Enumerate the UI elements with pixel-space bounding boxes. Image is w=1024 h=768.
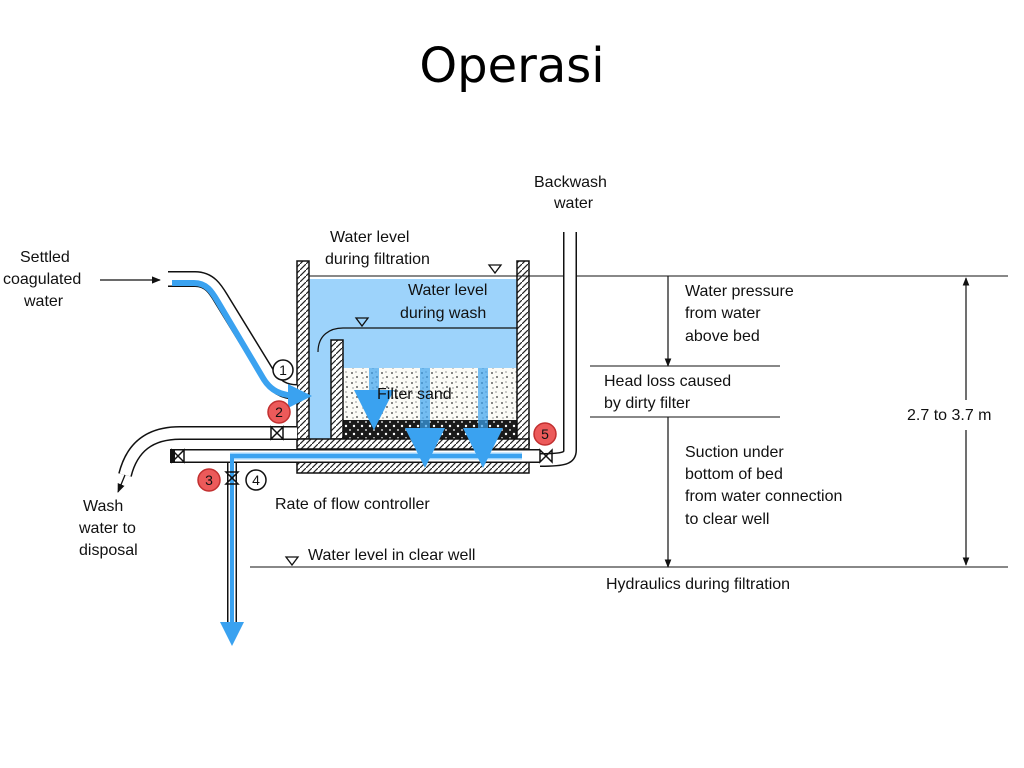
label-wl-wash-2: during wash <box>400 305 486 322</box>
label-headloss-1: Head loss caused <box>604 373 731 390</box>
wash-arrow <box>117 474 126 493</box>
label-suction-3: from water connection <box>685 488 842 505</box>
label-settled-2: coagulated <box>3 271 81 288</box>
label-height: 2.7 to 3.7 m <box>907 407 992 424</box>
label-suction-1: Suction under <box>685 444 784 461</box>
label-wash-2: water to <box>78 520 136 537</box>
inlet-flow-arrow <box>172 280 312 408</box>
label-backwash-2: water <box>553 195 594 212</box>
svg-text:1: 1 <box>279 362 287 378</box>
label-pressure-1: Water pressure <box>685 283 794 300</box>
label-settled-1: Settled <box>20 249 70 266</box>
wl-clear-well-marker <box>284 556 300 567</box>
svg-text:3: 3 <box>205 472 213 488</box>
label-hydraulics: Hydraulics during filtration <box>606 576 790 593</box>
label-wl-filt-1: Water level <box>330 229 409 246</box>
valve-5: 5 <box>533 422 557 446</box>
wl-filtration-marker <box>487 264 503 275</box>
valve-symbol-2 <box>270 425 284 441</box>
valve-symbol-4 <box>224 471 240 485</box>
svg-text:2: 2 <box>275 404 283 420</box>
svg-text:5: 5 <box>541 426 549 442</box>
label-wash-3: disposal <box>79 542 138 559</box>
valve-symbol-3 <box>171 448 185 464</box>
label-settled-3: water <box>23 293 64 310</box>
filter-right-wall <box>516 260 530 446</box>
filter-inner-wall <box>330 339 344 440</box>
outlet-flow-arrow <box>230 454 522 628</box>
label-suction-2: bottom of bed <box>685 466 783 483</box>
slide-title: Operasi <box>419 38 605 94</box>
label-filter-sand: Filter sand <box>377 386 452 403</box>
valve-1: 1 <box>272 359 294 381</box>
label-pressure-3: above bed <box>685 328 760 345</box>
filter-floor <box>296 438 530 450</box>
label-wl-wash-1: Water level <box>408 282 487 299</box>
valve-3: 3 <box>197 468 221 492</box>
label-backwash-1: Backwash <box>534 174 607 191</box>
wl-wash-marker <box>354 317 370 328</box>
label-wash-1: Wash <box>83 498 123 515</box>
valve-2: 2 <box>267 400 291 424</box>
svg-text:4: 4 <box>252 472 260 488</box>
label-suction-4: to clear well <box>685 511 769 528</box>
label-rate-flow: Rate of flow controller <box>275 496 430 513</box>
label-clear-well: Water level in clear well <box>308 547 475 564</box>
valve-symbol-5 <box>539 448 553 464</box>
valve-4: 4 <box>245 469 267 491</box>
label-headloss-2: by dirty filter <box>604 395 691 412</box>
label-wl-filt-2: during filtration <box>325 251 430 268</box>
label-pressure-2: from water <box>685 305 761 322</box>
outlet-arrowhead <box>220 622 244 646</box>
filter-left-wall <box>296 260 310 440</box>
